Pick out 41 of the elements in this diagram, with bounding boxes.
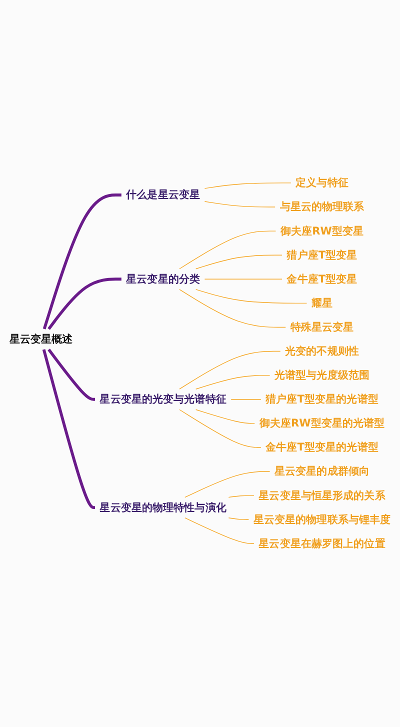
node-text: 星云变星概述: [9, 333, 73, 346]
node-text: 特殊星云变星: [290, 321, 354, 334]
node-text: 与星云的物理联系: [280, 201, 364, 214]
connector: [48, 278, 122, 330]
node-text: 光谱型与光度级范围: [274, 369, 370, 382]
connector: [42, 349, 96, 510]
node-text: 猎户座T型变星: [286, 249, 358, 262]
connector: [179, 230, 276, 270]
node-text: 御夫座RW型变星的光谱型: [259, 417, 385, 430]
connector: [204, 201, 276, 208]
connector: [196, 409, 255, 424]
node-text: 星云变星在赫罗图上的位置: [258, 538, 386, 550]
connector: [184, 471, 270, 498]
node-text: 定义与特征: [296, 176, 348, 190]
connector: [179, 289, 286, 328]
node-text: 御夫座RW型变星: [280, 225, 364, 238]
connector: [204, 182, 292, 189]
node-text: 星云变星的光变与光谱特征: [100, 393, 226, 406]
node-text: 星云变星的物理联系与锂丰度: [253, 514, 391, 526]
node-text: 星云变星的成群倾向: [274, 466, 370, 478]
connector: [196, 254, 282, 270]
node-text: 星云变星的物理特性与演化: [100, 502, 226, 514]
connector: [228, 518, 250, 520]
node-text: 耀星: [311, 297, 333, 310]
connector: [179, 351, 281, 390]
node-text: 光变的不规则性: [285, 345, 359, 358]
connector: [42, 194, 122, 330]
connector: [196, 289, 308, 304]
connector: [196, 375, 270, 390]
connector: [179, 409, 262, 448]
connector: [230, 399, 262, 400]
node-text: 金牛座T型变星的光谱型: [266, 441, 378, 454]
connector: [204, 278, 282, 280]
connector: [184, 518, 254, 544]
connector: [48, 348, 96, 402]
node-text: 星云变星与恒星形成的关系: [258, 490, 386, 502]
node-text: 星云变星的分类: [126, 273, 200, 286]
node-text: 金牛座T型变星: [286, 273, 358, 286]
node-text: 猎户座T型变星的光谱型: [266, 393, 378, 406]
connector: [228, 495, 254, 498]
node-text: 什么是星云变星: [126, 189, 200, 202]
